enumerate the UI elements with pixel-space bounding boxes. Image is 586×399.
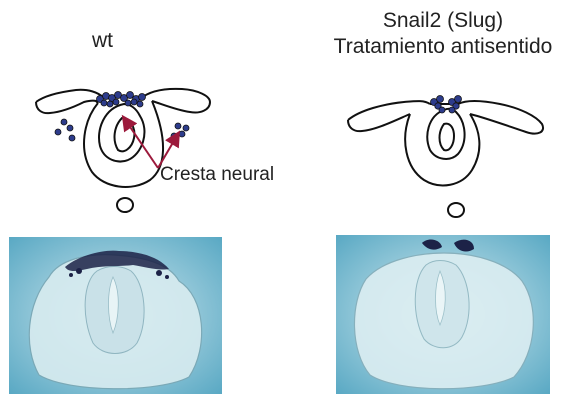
antisense-diagram (348, 101, 543, 217)
arrow-to-migrating-crest (158, 134, 178, 168)
antisense-neural-tube (427, 109, 464, 159)
wt-crest-cells (55, 92, 189, 142)
embryo-section-diagrams (0, 0, 586, 235)
wt-in-situ-photo (9, 237, 222, 394)
antisense-ectoderm-outline (348, 101, 543, 134)
wt-neural-tube (99, 104, 144, 161)
wt-diagram (36, 89, 210, 212)
antisense-neural-tube-lumen (440, 124, 455, 151)
antisense-in-situ-photo (336, 235, 550, 394)
wt-body-outline (84, 101, 163, 187)
antisense-notochord (448, 203, 464, 217)
wt-notochord (117, 198, 133, 212)
wt-neural-tube-lumen (115, 118, 135, 151)
